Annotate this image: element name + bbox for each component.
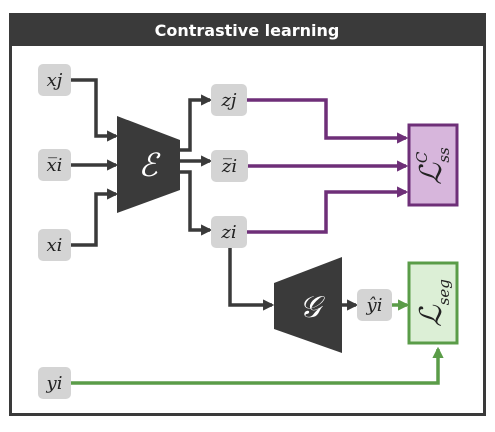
arrow-zi-to-decoder bbox=[228, 248, 275, 311]
arrow-yi-to-segmentation-loss bbox=[71, 346, 444, 385]
arrow-zj-to-contrastive-loss bbox=[247, 98, 409, 144]
segmentation-loss-subscript: seg bbox=[435, 279, 453, 305]
svg-text:ℒseg: ℒseg bbox=[414, 279, 453, 327]
node-yi-label: yi bbox=[46, 373, 63, 394]
node-zbar: z̅i bbox=[211, 150, 248, 182]
contrastive-loss-subscript: ss bbox=[435, 147, 453, 163]
node-zj: zj bbox=[211, 84, 247, 116]
arrow-xi-to-encoder bbox=[70, 188, 119, 247]
node-xj: xj bbox=[38, 64, 71, 96]
diagram-frame bbox=[9, 13, 486, 416]
segmentation-loss-box: ℒseg bbox=[407, 261, 459, 345]
node-yhat-label: ŷi bbox=[366, 295, 383, 316]
node-yi: yi bbox=[38, 367, 71, 399]
node-xbar-label: x̅i bbox=[47, 155, 63, 176]
node-xi: xi bbox=[38, 229, 71, 261]
node-xj-label: xj bbox=[47, 70, 63, 91]
segmentation-arrows bbox=[71, 299, 444, 385]
decoder-block: 𝒢 bbox=[274, 257, 342, 353]
arrow-xj-to-encoder bbox=[70, 78, 119, 142]
node-xbar: x̅i bbox=[38, 149, 71, 181]
segmentation-loss-symbol: ℒ bbox=[414, 304, 449, 327]
node-zi: zi bbox=[211, 216, 247, 248]
contrastive-loss-symbol: ℒ bbox=[414, 162, 449, 185]
contrastive-loss-superscript: C bbox=[413, 151, 431, 163]
node-zbar-label: z̅i bbox=[221, 156, 237, 177]
node-yhat: ŷi bbox=[357, 289, 392, 321]
node-xi-label: xi bbox=[47, 235, 63, 256]
node-zj-label: zj bbox=[220, 90, 236, 111]
header-title: Contrastive learning bbox=[155, 21, 340, 40]
input-arrows bbox=[70, 78, 119, 247]
contrastive-arrows bbox=[247, 98, 409, 234]
encoder-label: ℰ bbox=[138, 146, 161, 184]
encoder-block: ℰ bbox=[117, 116, 180, 213]
embedding-arrows bbox=[180, 94, 359, 311]
node-zi-label: zi bbox=[220, 222, 236, 243]
header-bar bbox=[10, 14, 485, 46]
arrow-encoder-to-zj bbox=[180, 94, 213, 152]
arrow-encoder-to-zi bbox=[180, 170, 213, 236]
arrow-zi-to-contrastive-loss bbox=[247, 186, 409, 234]
